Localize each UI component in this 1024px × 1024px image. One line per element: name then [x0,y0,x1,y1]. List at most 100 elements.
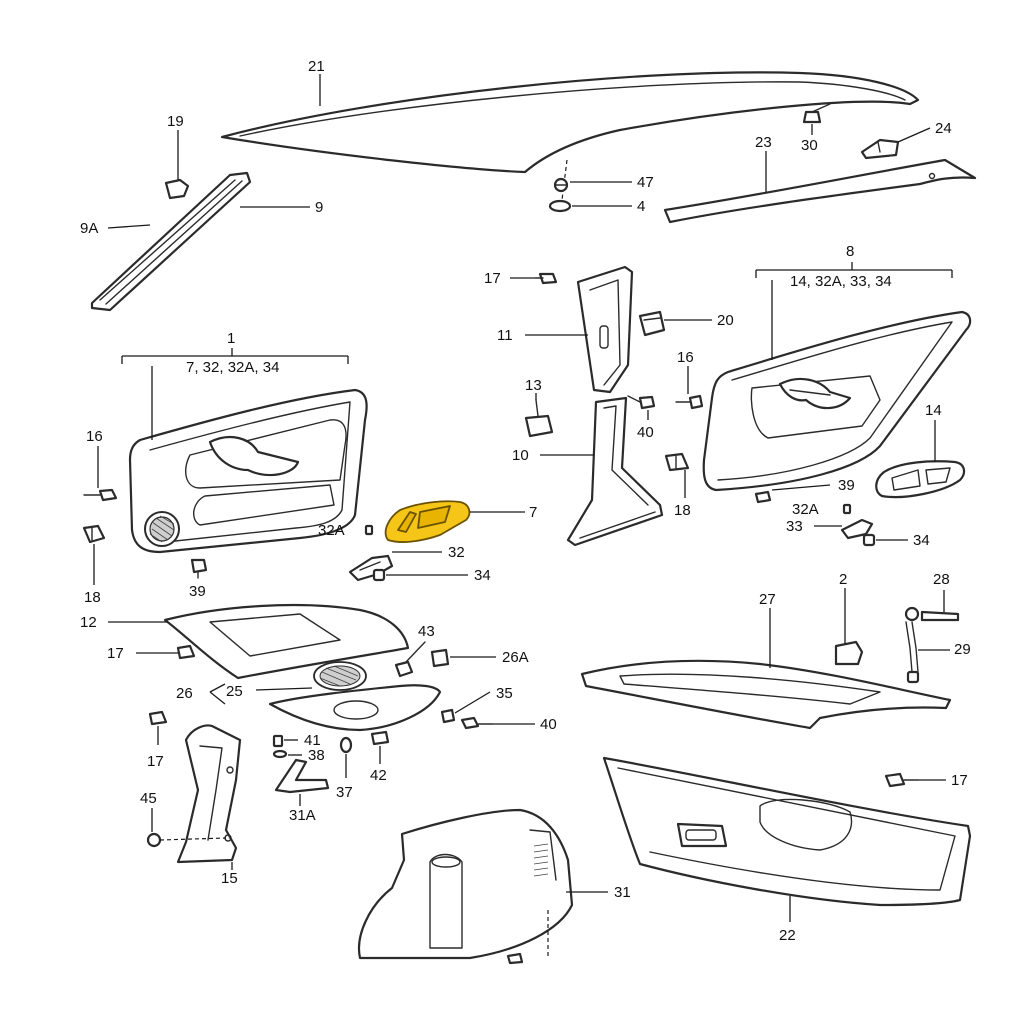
part-40-screw-lower[interactable] [460,716,493,730]
part-24-clip[interactable] [860,138,900,160]
label-19: 19 [167,113,184,130]
part-32a-clip-right[interactable] [842,503,852,515]
part-30-screw[interactable] [802,103,831,124]
label-1: 1 [227,330,235,347]
part-45-clip[interactable] [146,832,162,848]
label-4: 4 [637,198,645,215]
part-22-trunk-lid-trim[interactable] [602,756,972,907]
label-39-right: 39 [838,477,855,494]
label-14: 14 [925,402,942,419]
part-2-cover[interactable] [834,640,864,666]
part-42-screw[interactable] [370,730,390,746]
label-10: 10 [512,447,529,464]
label-24: 24 [935,120,952,137]
part-27-parcel-shelf[interactable] [580,659,952,730]
label-15: 15 [221,870,238,887]
label-16-right: 16 [677,349,694,366]
part-12-quarter-trim-upper[interactable] [163,603,410,680]
part-1-front-door-panel[interactable] [128,388,368,554]
part-43-clip[interactable] [394,641,426,678]
label-32a-left: 32A [318,522,345,539]
label-33: 33 [786,518,803,535]
part-21-headliner[interactable] [220,71,920,174]
part-34-cap-right[interactable] [862,533,876,547]
part-16-screw-right[interactable] [675,394,704,410]
part-32-bracket[interactable] [348,554,394,582]
part-33-bracket[interactable] [840,518,874,540]
label-37: 37 [336,784,353,801]
part-8-rear-door-panel[interactable] [702,310,972,492]
label-9a: 9A [80,220,98,237]
part-17-screw-bottom[interactable] [506,952,524,965]
label-27: 27 [759,591,776,608]
part-35-clip[interactable] [440,708,456,724]
part-31a-bracket[interactable] [274,758,330,794]
label-32a-right: 32A [792,501,819,518]
part-38-washer[interactable] [272,749,288,759]
label-30: 30 [801,137,818,154]
part-11-b-pillar-upper[interactable] [576,265,634,394]
label-26a: 26A [502,649,529,666]
part-26a-push-pin[interactable] [430,648,450,668]
part-18-clip-left[interactable] [82,524,106,544]
part-28-bolt[interactable] [904,606,960,622]
part-9-windshield-pillar[interactable] [90,171,252,312]
label-7: 7 [529,504,537,521]
part-23-side-rail[interactable] [663,158,977,224]
part-17-screw-top[interactable] [535,272,558,285]
label-34-right: 34 [913,532,930,549]
part-7-front-door-handle-trim[interactable] [384,500,471,543]
label-9: 9 [315,199,323,216]
part-39-screw-left[interactable] [190,558,208,579]
label-25: 25 [226,683,243,700]
part-39-screw-right[interactable] [754,490,772,504]
label-41: 41 [304,732,321,749]
label-17-right: 17 [951,772,968,789]
part-41-screw[interactable] [272,734,284,748]
label-23: 23 [755,134,772,151]
label-20: 20 [717,312,734,329]
part-37-nut[interactable] [339,736,353,754]
label-17-lower-left: 17 [147,753,164,770]
part-15-quarter-pillar-trim[interactable] [176,724,242,864]
label-40-upper: 40 [637,424,654,441]
label-43: 43 [418,623,435,640]
part-17-screw-lower-left[interactable] [148,710,168,726]
label-22: 22 [779,927,796,944]
part-17-screw-left[interactable] [176,644,196,660]
label-42: 42 [370,767,387,784]
part-32a-clip-left[interactable] [364,524,374,536]
part-19-clip[interactable] [164,178,190,200]
label-13: 13 [525,377,542,394]
part-20-clip[interactable] [638,310,666,337]
label-32: 32 [448,544,465,561]
label-45: 45 [140,790,157,807]
part-40-screw-upper[interactable] [627,395,656,410]
label-8-includes: 14, 32A, 33, 34 [790,273,892,290]
label-28: 28 [933,571,950,588]
part-17-screw-right[interactable] [884,772,919,788]
part-18-clip-right[interactable] [664,452,690,472]
part-13-clip[interactable] [524,399,554,438]
label-17-top: 17 [484,270,501,287]
label-18-left: 18 [84,589,101,606]
part-31-trunk-side-trim[interactable] [357,808,574,960]
part-25-speaker-grille[interactable] [313,661,367,691]
part-16-screw-left[interactable] [83,488,118,502]
part-29-strap[interactable] [905,621,920,684]
label-21: 21 [308,58,325,75]
label-31a: 31A [289,807,316,824]
part-34-cap-left[interactable] [372,568,386,582]
label-38: 38 [308,747,325,764]
label-11: 11 [497,327,513,344]
label-29: 29 [954,641,971,658]
part-10-b-pillar-lower[interactable] [566,396,664,547]
part-14-rear-handle-trim[interactable] [875,460,966,499]
label-12: 12 [80,614,97,631]
label-16-left: 16 [86,428,103,445]
part-4-cap[interactable] [548,199,572,213]
part-26-quarter-trim-lower[interactable] [268,684,442,732]
part-47-screw[interactable] [553,177,569,193]
label-1-includes: 7, 32, 32A, 34 [186,359,279,376]
